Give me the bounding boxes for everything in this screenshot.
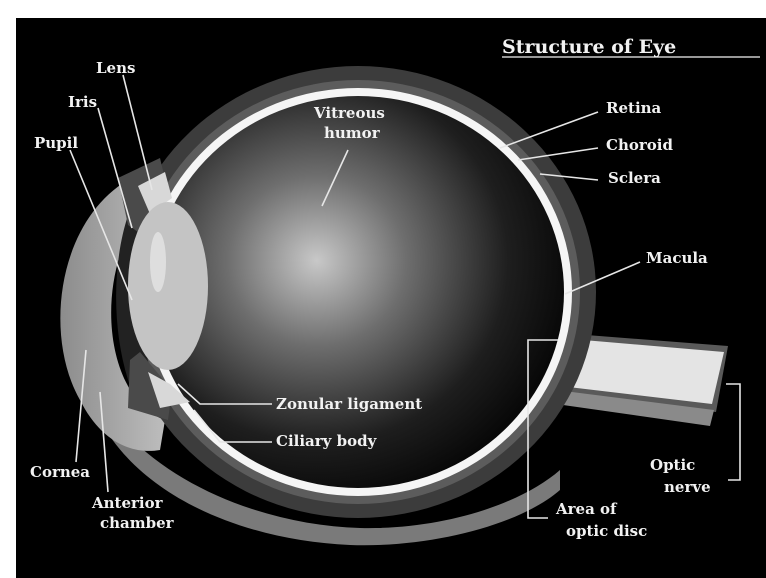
label-macula: Macula [646,249,708,267]
label-sclera: Sclera [608,169,661,187]
diagram-title: Structure of Eye [502,36,676,58]
label-optic-disc-line2: optic disc [566,522,647,540]
label-optic-nerve-line2: nerve [664,478,711,496]
label-ciliary-body: Ciliary body [276,432,378,450]
label-vitreous-line2: humor [324,124,381,142]
label-anterior-line1: Anterior [91,494,164,512]
label-vitreous-line1: Vitreous [313,104,385,122]
label-zonular-ligament: Zonular ligament [276,395,422,413]
label-iris: Iris [68,93,97,111]
label-pupil: Pupil [34,134,78,152]
lens [128,202,208,370]
label-retina: Retina [606,99,662,117]
vitreous-humor [152,96,564,488]
label-lens: Lens [96,59,135,77]
lens-highlight [150,232,166,292]
label-anterior-line2: chamber [100,514,175,532]
label-optic-disc-line1: Area of [555,500,618,518]
label-cornea: Cornea [30,463,90,481]
label-optic-nerve-line1: Optic [650,456,695,474]
label-choroid: Choroid [606,136,673,154]
